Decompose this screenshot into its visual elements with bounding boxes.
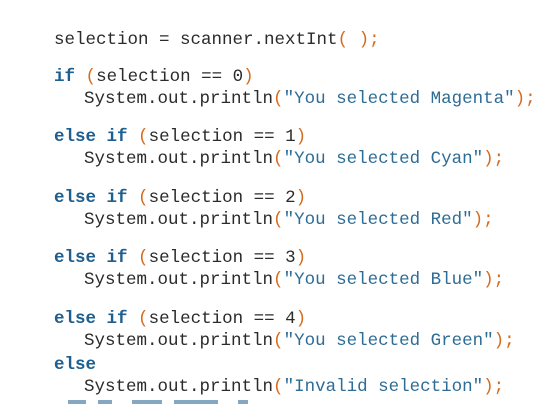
semicolon: ; <box>493 149 505 169</box>
clipped-next-line <box>12 392 272 404</box>
string-literal: "You selected Cyan" <box>283 149 484 169</box>
string-literal: "Invalid selection" <box>283 377 484 397</box>
if-keyword: if <box>54 67 76 87</box>
code-line-print-magenta: System.out.println("You selected Magenta… <box>42 66 536 109</box>
code-line-print-invalid: System.out.println("Invalid selection"); <box>42 354 504 397</box>
close-paren: ) <box>472 210 484 230</box>
code-line-assign: selection = scanner.nextInt( ); <box>12 7 380 50</box>
open-paren: ( <box>273 210 284 230</box>
semicolon: ; <box>493 377 505 397</box>
close-paren: ) <box>358 30 370 50</box>
open-paren: ( <box>85 67 97 87</box>
else-if-keyword: else if <box>54 309 128 329</box>
code-line-if-0: if (selection == 0) <box>12 44 254 87</box>
open-paren: ( <box>273 270 284 290</box>
print-call: System.out.println <box>84 89 274 109</box>
condition: selection == 1 <box>148 127 296 147</box>
condition: selection == 0 <box>96 67 244 87</box>
semicolon: ; <box>525 89 536 109</box>
condition: selection == 4 <box>148 309 296 329</box>
close-paren: ) <box>483 149 494 169</box>
close-paren: ) <box>295 127 307 147</box>
code-line-print-green: System.out.println("You selected Green")… <box>42 308 515 351</box>
close-paren: ) <box>483 270 494 290</box>
close-paren: ) <box>295 309 307 329</box>
else-keyword: else <box>54 355 97 375</box>
assignment-text: selection = scanner.nextInt <box>54 30 338 50</box>
code-line-print-red: System.out.println("You selected Red"); <box>42 187 494 230</box>
code-line-elseif-1: else if (selection == 1) <box>12 104 306 147</box>
string-literal: "You selected Red" <box>283 210 473 230</box>
code-line-elseif-2: else if (selection == 2) <box>12 165 306 208</box>
else-if-keyword: else if <box>54 127 128 147</box>
string-literal: "You selected Magenta" <box>283 89 515 109</box>
string-literal: "You selected Green" <box>283 331 494 351</box>
semicolon: ; <box>493 270 505 290</box>
code-line-print-cyan: System.out.println("You selected Cyan"); <box>42 126 504 169</box>
print-call: System.out.println <box>84 331 274 351</box>
open-paren: ( <box>138 248 149 268</box>
code-listing: selection = scanner.nextInt( ); if (sele… <box>12 7 536 404</box>
condition: selection == 3 <box>148 248 296 268</box>
clipped-text-decoration <box>68 400 248 404</box>
open-paren: ( <box>138 309 149 329</box>
close-paren: ) <box>295 248 307 268</box>
open-paren: ( <box>273 89 284 109</box>
open-paren: ( <box>273 149 284 169</box>
semicolon: ; <box>483 210 494 230</box>
semicolon: ; <box>369 30 380 50</box>
print-call: System.out.println <box>84 149 274 169</box>
string-literal: "You selected Blue" <box>283 270 484 290</box>
close-paren: ) <box>493 331 505 351</box>
open-paren: ( <box>337 30 349 50</box>
else-if-keyword: else if <box>54 188 128 208</box>
open-paren: ( <box>138 188 149 208</box>
print-call: System.out.println <box>84 270 274 290</box>
close-paren: ) <box>483 377 494 397</box>
print-call: System.out.println <box>84 210 274 230</box>
code-line-else: else <box>12 332 96 375</box>
close-paren: ) <box>243 67 254 87</box>
close-paren: ) <box>514 89 526 109</box>
close-paren: ) <box>295 188 307 208</box>
code-line-elseif-4: else if (selection == 4) <box>12 286 306 329</box>
print-call: System.out.println <box>84 377 274 397</box>
else-if-keyword: else if <box>54 248 128 268</box>
open-paren: ( <box>273 331 284 351</box>
code-line-print-blue: System.out.println("You selected Blue"); <box>42 247 504 290</box>
condition: selection == 2 <box>148 188 296 208</box>
semicolon: ; <box>504 331 515 351</box>
code-line-elseif-3: else if (selection == 3) <box>12 225 306 268</box>
open-paren: ( <box>273 377 284 397</box>
open-paren: ( <box>138 127 149 147</box>
